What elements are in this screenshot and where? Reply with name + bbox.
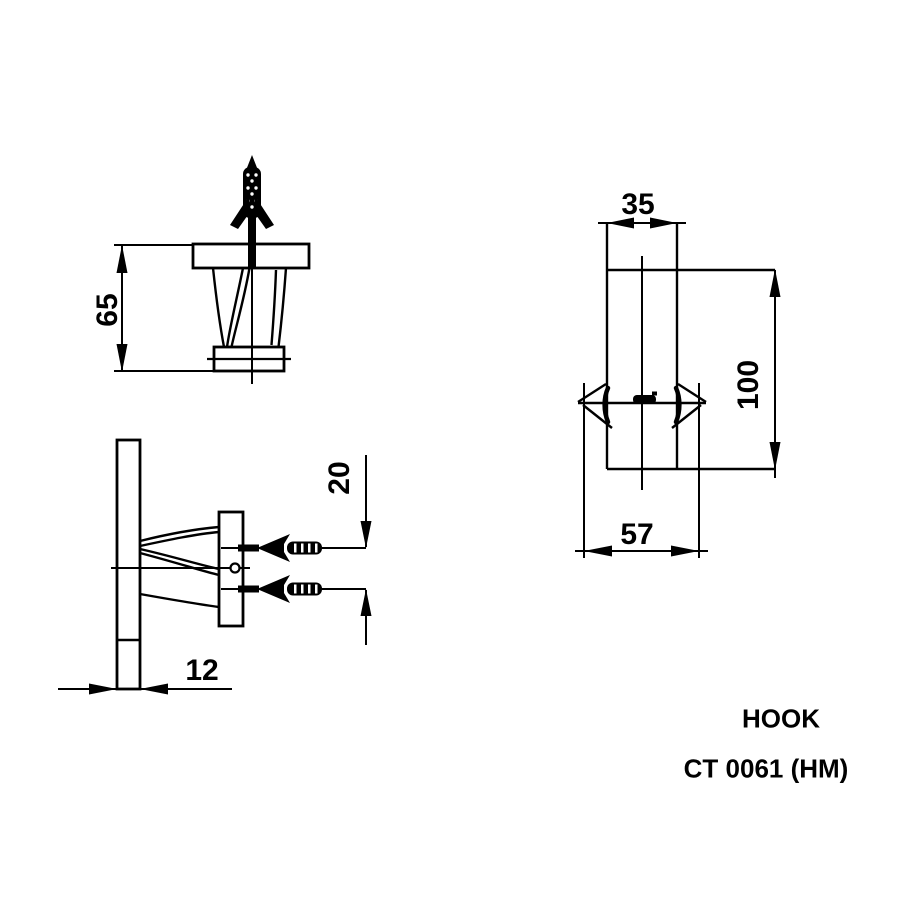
arrow-right [89,683,117,695]
screw-hole [229,562,241,574]
dimension-20 [360,455,372,645]
hook-tip-diagonal [577,382,607,404]
dimension-57 [575,383,708,558]
dim-label-57: 57 [620,518,654,551]
arm-curve [139,551,220,577]
dimension-100 [769,269,781,478]
top-view [114,155,311,384]
arrow-up [360,589,372,616]
product-name: HOOK [742,703,820,734]
hook-claw-left [602,385,611,425]
dim-label-20: 20 [323,461,356,495]
front-view [575,217,781,558]
plug-wing-right [254,196,274,229]
wall-plate-outline [115,438,142,691]
arrow-down [360,521,372,548]
screw-head-front [633,395,656,404]
taper-line [211,267,226,348]
hook-tip-diagonal [582,404,613,429]
dimension-35 [598,217,686,229]
wall-anchor-icon [230,155,274,269]
dimension-65 [114,244,216,372]
hook-tip-diagonal [677,382,707,404]
screw-shaft [248,212,256,269]
arm-curve [139,547,220,571]
arm-curve [139,530,220,548]
arrow-down [116,344,128,372]
plug-wing-left [230,196,250,229]
arrow-left [140,683,168,695]
screw-tip [246,155,258,169]
arrow-down [769,442,781,470]
arrow-left [607,217,634,229]
dim-label-100: 100 [732,359,765,411]
taper-line [230,267,251,348]
taper-line [225,267,245,348]
arrow-right [650,217,677,229]
horizontal-anchor-icon [221,575,366,603]
dim-label-12: 12 [185,654,219,687]
arrow-left [584,545,612,557]
dim-label-35: 35 [621,188,655,221]
dim-label-65: 65 [91,293,124,327]
horizontal-anchor-icon [221,534,366,562]
screw-head-notch [652,391,657,396]
dimension-12 [58,683,232,695]
side-view [58,438,372,695]
hook-claw-right [673,385,682,425]
hook-tip-diagonal [671,404,702,429]
product-code: CT 0061 (HM) [683,753,849,784]
arrow-right [671,545,699,557]
arrow-up [769,269,781,297]
taper-line [277,267,288,348]
arrow-up [116,245,128,273]
arm-curve [139,525,220,543]
taper-line [270,269,278,346]
arm-curve [139,592,220,609]
